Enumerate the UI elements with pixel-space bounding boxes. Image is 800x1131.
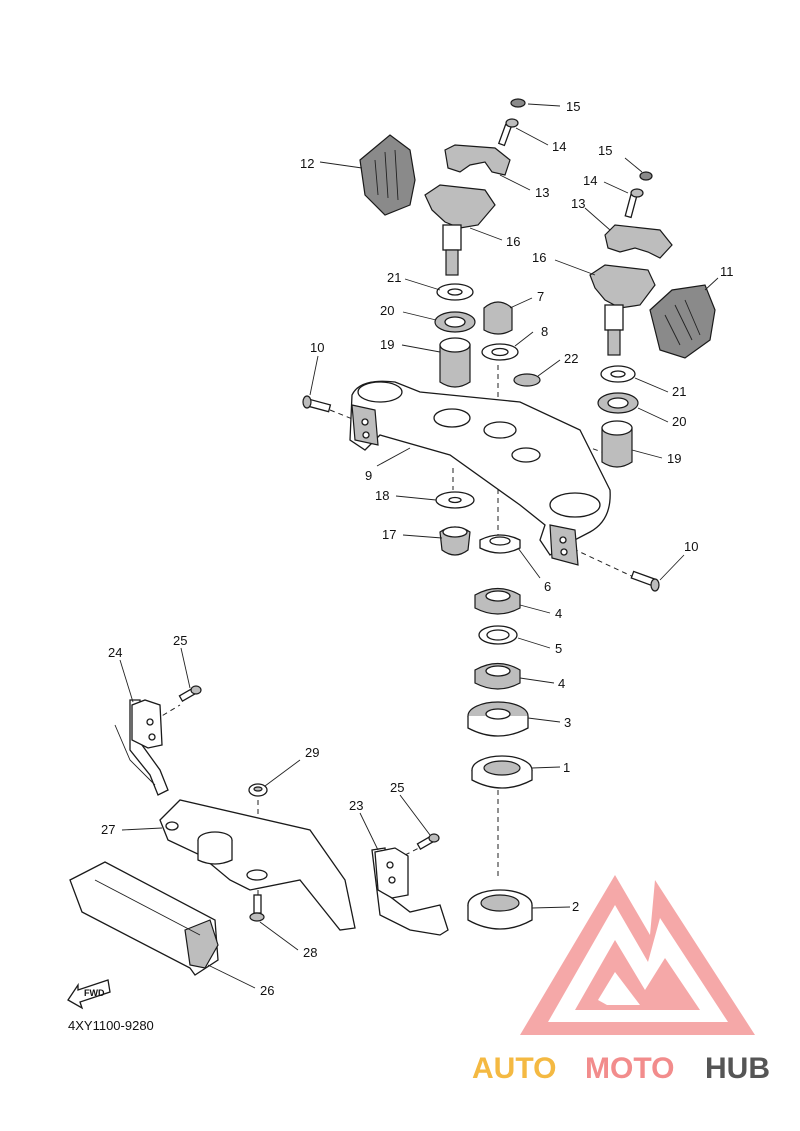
callout-29: 29 <box>305 745 319 760</box>
callout-13a: 13 <box>535 185 549 200</box>
callout-14b: 14 <box>583 173 597 188</box>
callout-10b: 10 <box>684 539 698 554</box>
callout-1: 1 <box>563 760 570 775</box>
callout-25b: 25 <box>390 780 404 795</box>
callout-8: 8 <box>541 324 548 339</box>
callout-6: 6 <box>544 579 551 594</box>
callout-20a: 20 <box>380 303 394 318</box>
callout-21a: 21 <box>387 270 401 285</box>
callout-4a: 4 <box>555 606 562 621</box>
callout-2: 2 <box>572 899 579 914</box>
callout-24: 24 <box>108 645 122 660</box>
callout-18: 18 <box>375 488 389 503</box>
callout-22: 22 <box>564 351 578 366</box>
callout-4b: 4 <box>558 676 565 691</box>
watermark-moto: MOTO <box>585 1052 674 1085</box>
callout-16a: 16 <box>506 234 520 249</box>
callout-23: 23 <box>349 798 363 813</box>
watermark-auto: AUTO <box>472 1052 556 1085</box>
callout-19b: 19 <box>667 451 681 466</box>
callout-9: 9 <box>365 468 372 483</box>
callout-25a: 25 <box>173 633 187 648</box>
callout-11: 11 <box>720 264 734 279</box>
callout-15b: 15 <box>598 143 612 158</box>
callout-19a: 19 <box>380 337 394 352</box>
diagram-code: 4XY1100-9280 <box>68 1018 154 1033</box>
callout-12: 12 <box>300 156 314 171</box>
callout-5: 5 <box>555 641 562 656</box>
callout-20b: 20 <box>672 414 686 429</box>
callout-13b: 13 <box>571 196 585 211</box>
watermark-logo-icon <box>520 875 755 1035</box>
callout-28: 28 <box>303 945 317 960</box>
callout-17: 17 <box>382 527 396 542</box>
callout-27: 27 <box>101 822 115 837</box>
callout-14a: 14 <box>552 139 566 154</box>
callout-16b: 16 <box>532 250 546 265</box>
fwd-arrow-icon: FWD <box>67 979 111 1010</box>
watermark-hub: HUB <box>705 1052 770 1085</box>
callout-7: 7 <box>537 289 544 304</box>
watermark-text: AUTO MOTO HUB <box>472 1052 770 1085</box>
callout-labels: 15 14 13 12 16 15 14 13 16 11 21 7 20 8 … <box>101 99 734 998</box>
callout-26: 26 <box>260 983 274 998</box>
callout-15a: 15 <box>566 99 580 114</box>
callout-3: 3 <box>564 715 571 730</box>
callout-10a: 10 <box>310 340 324 355</box>
callout-21b: 21 <box>672 384 686 399</box>
fwd-label: FWD <box>84 988 105 998</box>
